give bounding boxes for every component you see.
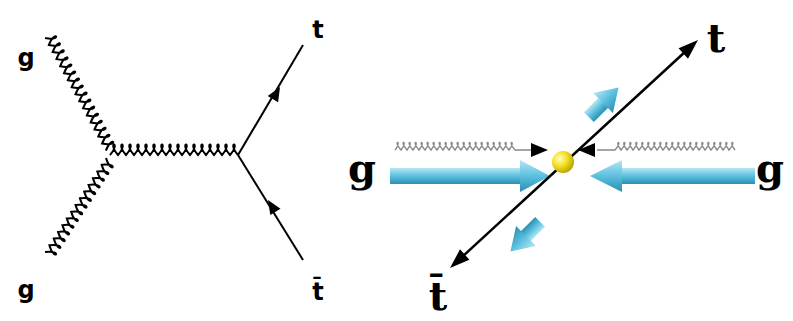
top-arrowhead [679, 40, 698, 59]
gluon-line [110, 145, 238, 156]
momentum-arrow [590, 160, 755, 192]
top-label: t [312, 18, 323, 42]
momentum-arrow [390, 160, 550, 192]
gluon-label: g [17, 46, 34, 70]
spin-arrow [501, 212, 550, 261]
antitop-label: t̄ [429, 276, 447, 316]
quark-arrowhead [268, 87, 280, 102]
quark-line [238, 45, 303, 155]
spin-arrow [579, 78, 628, 127]
gluon-line [45, 158, 115, 258]
antiquark-line [238, 155, 303, 260]
antitop-arrowhead [450, 249, 469, 268]
gluon-label: g [756, 148, 784, 188]
gluon-line [597, 143, 735, 151]
gluon-label: g [17, 278, 34, 302]
gluon-arrowhead [578, 143, 595, 157]
gluon-label: g [348, 148, 376, 188]
antiquark-arrowhead [268, 200, 281, 215]
top-label: t [707, 18, 725, 58]
gluon-line [45, 33, 115, 151]
gluon-arrowhead [531, 143, 548, 157]
top-direction-line [462, 51, 686, 257]
interaction-point [552, 151, 574, 173]
gluon-line [395, 143, 531, 151]
antitop-label: t̄ [312, 280, 323, 304]
